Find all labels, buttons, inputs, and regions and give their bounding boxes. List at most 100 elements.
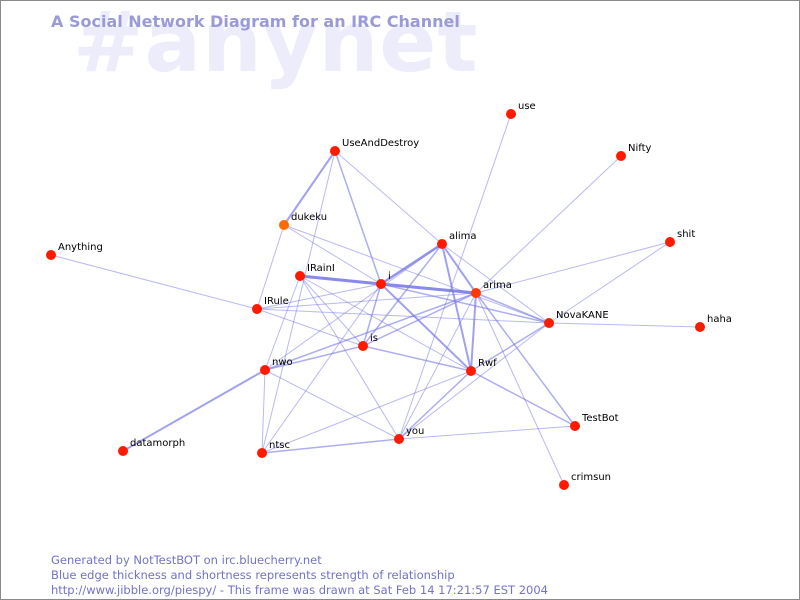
edge-NovaKANE-Rwf [470,322,550,372]
edge-IRainI-Rwf [299,275,472,372]
edge-dukeku-NovaKANE [283,224,550,324]
node-label-alima: alima [449,231,477,242]
edge-alima-arima [441,243,477,294]
node-TestBot: TestBot [570,413,619,431]
edge-NovaKANE-IRule [256,308,550,324]
node-label-Rwf: Rwf [478,358,497,369]
edge-Rwf-ntsc [261,370,472,454]
node-Anything: Anything [46,242,103,260]
node-dot-IRule [252,304,262,314]
edge-Anything-IRule [50,254,258,310]
diagram-title: A Social Network Diagram for an IRC Chan… [51,12,460,31]
node-nwo: nwo [260,357,293,375]
node-haha: haha [695,314,732,332]
edge-UseAndDestroy-i [334,150,382,285]
node-label-NovaKANE: NovaKANE [556,310,609,321]
edge-nwo-datamorph [122,369,266,452]
edge-shit-NovaKANE [548,241,671,324]
footer-legend-note: Blue edge thickness and shortness repres… [51,568,455,582]
edge-arima-crimsun [475,292,565,486]
edge-UseAndDestroy-alima [334,150,443,245]
node-dot-use [506,109,516,119]
node-dot-NovaKANE [544,318,554,328]
node-dot-is [358,341,368,351]
node-dot-alima [437,239,447,249]
edge-nwo-ntsc [261,369,266,454]
edge-IRainI-i [299,274,382,286]
edge-nwo-you [264,369,400,440]
node-use: use [506,101,536,119]
edge-NovaKANE-haha [548,322,701,328]
footer-generated-by: Generated by NotTestBOT on irc.bluecherr… [51,553,322,567]
node-dukeku: dukeku [279,212,327,230]
node-label-TestBot: TestBot [581,413,619,424]
edge-arima-Rwf [470,292,477,372]
edge-NovaKANE-you [398,322,550,440]
edge-dukeku-IRule [256,224,285,310]
node-dot-dukeku [279,220,289,230]
node-IRainI: IRainI [295,263,335,281]
node-label-nwo: nwo [272,357,293,368]
node-dot-i [376,279,386,289]
node-dot-shit [665,237,675,247]
edge-dukeku-i [283,224,382,285]
edge-Rwf-TestBot [470,370,576,427]
edge-i-ntsc [261,283,382,454]
node-dot-IRainI [295,271,305,281]
edge-Rwf-you [398,370,472,440]
node-dot-crimsun [559,480,569,490]
node-label-haha: haha [707,314,732,325]
node-dot-Nifty [616,151,626,161]
channel-watermark: #anynet [73,0,479,91]
node-label-arima: arima [483,280,512,291]
node-label-you: you [406,426,424,437]
node-label-use: use [518,101,536,112]
edge-arima-nwo [264,292,477,371]
node-datamorph: datamorph [118,438,185,456]
edge-Nifty-arima [475,155,622,294]
edge-alima-Rwf [441,243,472,372]
node-dot-you [394,434,404,444]
node-dot-datamorph [118,446,128,456]
edge-arima-TestBot [475,292,576,427]
node-UseAndDestroy: UseAndDestroy [330,138,419,156]
node-dot-Rwf [466,366,476,376]
node-dot-TestBot [570,421,580,431]
edge-i-NovaKANE [380,283,550,324]
node-crimsun: crimsun [559,472,611,490]
edge-IRainI-nwo [264,275,301,371]
edge-i-arima [380,282,477,295]
edge-IRainI-you [299,275,400,440]
node-dot-ntsc [257,448,267,458]
node-dot-Anything [46,250,56,260]
edge-alima-NovaKANE [441,243,550,324]
edge-UseAndDestroy-dukeku [283,150,336,226]
edge-arima-you [398,292,477,440]
node-label-shit: shit [677,229,695,240]
node-label-IRainI: IRainI [307,263,335,274]
node-label-Anything: Anything [58,242,103,253]
footer: Generated by NotTestBOT on irc.bluecherr… [51,553,548,598]
node-ntsc: ntsc [257,440,290,458]
edge-arima-is [362,292,477,347]
node-Rwf: Rwf [466,358,497,376]
node-label-i: i [388,271,391,282]
node-dot-nwo [260,365,270,375]
edge-alima-nwo [264,243,443,371]
node-label-IRule: IRule [264,296,289,307]
edge-is-nwo [264,345,364,371]
edge-is-Rwf [362,345,472,372]
node-shit: shit [665,229,695,247]
node-arima: arima [471,280,512,298]
node-dot-UseAndDestroy [330,146,340,156]
footer-credit-timestamp: http://www.jibble.org/piespy/ - This fra… [51,583,548,597]
edge-arima-shit [475,241,671,294]
node-is: is [358,333,378,351]
node-label-UseAndDestroy: UseAndDestroy [342,138,419,149]
node-label-dukeku: dukeku [291,212,327,223]
edge-IRule-is [256,308,364,347]
node-IRule: IRule [252,296,289,314]
edge-you-TestBot [398,425,576,440]
